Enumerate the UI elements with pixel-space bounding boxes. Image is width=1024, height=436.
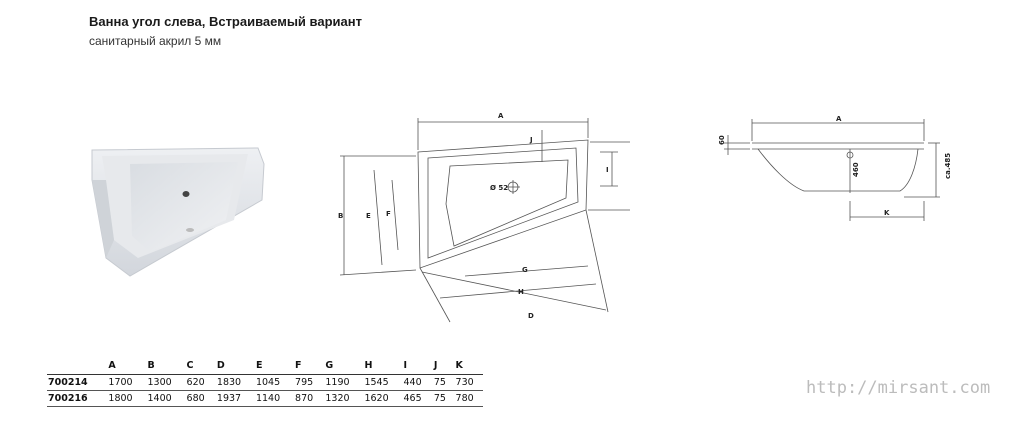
column-header: K (452, 358, 483, 375)
bathtub-photo (91, 147, 265, 277)
article-code: 700214 (47, 374, 106, 391)
plan-label-drain: Ø 52 (490, 184, 508, 192)
table-cell: 1937 (213, 390, 253, 407)
column-header: C (183, 358, 214, 375)
table-cell: 1800 (105, 390, 145, 407)
column-header (47, 358, 106, 375)
table-cell: 440 (400, 374, 431, 391)
column-header: D (213, 358, 253, 375)
plan-label-i: I (606, 166, 609, 174)
plan-label-e: E (366, 212, 371, 220)
column-header: E (252, 358, 293, 375)
table-cell: 1400 (144, 390, 184, 407)
plan-label-h: H (518, 288, 524, 296)
table-cell: 75 (430, 374, 453, 391)
side-label-a: A (836, 115, 842, 123)
table-cell: 1545 (361, 374, 401, 391)
plan-label-g: G (522, 266, 528, 274)
table-cell: 1140 (252, 390, 293, 407)
column-header: G (322, 358, 362, 375)
table-cell: 1190 (322, 374, 362, 391)
table-cell: 1620 (361, 390, 401, 407)
column-header: F (292, 358, 323, 375)
table-cell: 680 (183, 390, 214, 407)
column-header: B (144, 358, 184, 375)
table-cell: 795 (292, 374, 323, 391)
table-cell: 1700 (105, 374, 145, 391)
column-header: H (361, 358, 401, 375)
table-cell: 75 (430, 390, 453, 407)
table-cell: 730 (452, 374, 483, 391)
table-cell: 1300 (144, 374, 184, 391)
table-cell: 1320 (322, 390, 362, 407)
column-header: J (430, 358, 453, 375)
plan-label-d: D (528, 312, 534, 320)
table-cell: 620 (183, 374, 214, 391)
plan-view-drawing: A B C D E F G H I J Ø 52 (338, 112, 630, 323)
table-cell: 780 (452, 390, 483, 407)
plan-label-b: B (338, 212, 343, 220)
side-label-60: 60 (718, 135, 726, 145)
plan-label-j: J (529, 136, 533, 144)
page-title: Ванна угол слева, Встраиваемый вариант (89, 14, 362, 29)
side-label-460: 460 (852, 162, 860, 177)
page-subtitle: санитарный акрил 5 мм (89, 34, 222, 48)
watermark: http://mirsant.com (806, 378, 991, 398)
article-code: 700216 (47, 390, 106, 407)
column-header: A (105, 358, 145, 375)
column-header: I (400, 358, 431, 375)
plan-label-f: F (386, 210, 391, 218)
table-cell: 870 (292, 390, 323, 407)
plan-label-a: A (498, 112, 504, 120)
side-label-485: ca.485 (944, 153, 952, 179)
side-view-drawing: A K 60 460 ca.485 (718, 115, 952, 221)
side-label-k: K (884, 209, 890, 217)
table-cell: 465 (400, 390, 431, 407)
table-cell: 1830 (213, 374, 253, 391)
table-cell: 1045 (252, 374, 293, 391)
